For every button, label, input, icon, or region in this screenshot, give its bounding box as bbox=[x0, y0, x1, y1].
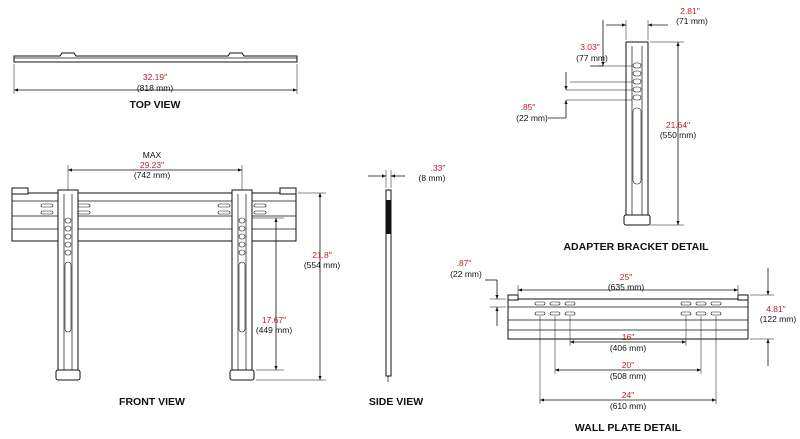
top-view: 32.19" (818 mm) TOP VIEW bbox=[13, 52, 298, 111]
adapter-bracket-detail: 2.81" (71 mm) 3.03" (77 mm) .85" (22 mm)… bbox=[516, 6, 709, 253]
top-view-plate bbox=[13, 52, 298, 63]
wall-20-imperial: 20" bbox=[622, 360, 634, 370]
front-view: MAX 29.23" (742 mm) 21.8" (554 mm) 17.67… bbox=[11, 150, 341, 408]
wall-24-imperial: 24" bbox=[622, 390, 634, 400]
wall-span-imperial: 25" bbox=[620, 272, 632, 282]
wall-16-imperial: 16" bbox=[622, 332, 634, 342]
wall-top-offset-metric: (22 mm) bbox=[450, 269, 482, 279]
front-view-title: FRONT VIEW bbox=[119, 396, 185, 408]
side-profile bbox=[385, 189, 392, 377]
adapter-bracket-title: ADAPTER BRACKET DETAIL bbox=[563, 241, 709, 253]
adapter-slot-spacing-imperial: 3.03" bbox=[580, 42, 600, 52]
wall-height-metric: (122 mm) bbox=[760, 314, 797, 324]
front-wall-plate bbox=[11, 192, 297, 242]
front-max-imperial: 29.23" bbox=[140, 160, 164, 170]
adapter-offset-imperial: .85" bbox=[521, 102, 536, 112]
wall-20-metric: (508 mm) bbox=[610, 371, 647, 381]
side-view-title: SIDE VIEW bbox=[369, 396, 423, 408]
top-width-imperial: 32.19" bbox=[143, 72, 167, 82]
front-height-imperial: 21.8" bbox=[312, 250, 332, 260]
wall-plate-title: WALL PLATE DETAIL bbox=[575, 422, 682, 434]
wall-top-offset-imperial: .87" bbox=[457, 258, 472, 268]
front-arm-imperial: 17.67" bbox=[262, 315, 286, 325]
adapter-width-imperial: 2.81" bbox=[680, 6, 700, 16]
wall-plate bbox=[507, 298, 749, 340]
side-depth-imperial: .33" bbox=[431, 163, 446, 173]
adapter-height-metric: (550 mm) bbox=[660, 130, 697, 140]
wall-height-imperial: 4.81" bbox=[766, 304, 786, 314]
front-arm-metric: (449 mm) bbox=[256, 325, 293, 335]
wall-24-metric: (610 mm) bbox=[610, 401, 647, 411]
adapter-offset-metric: (22 mm) bbox=[516, 113, 548, 123]
top-view-title: TOP VIEW bbox=[130, 99, 181, 111]
adapter-height-imperial: 21.64" bbox=[666, 120, 690, 130]
side-view: .33" (8 mm) SIDE VIEW bbox=[368, 163, 446, 408]
adapter-slot-spacing-metric: (77 mm) bbox=[576, 53, 608, 63]
wall-span-metric: (635 mm) bbox=[608, 282, 645, 292]
side-depth-metric: (8 mm) bbox=[419, 173, 446, 183]
front-max-label: MAX bbox=[143, 150, 162, 160]
wall-plate-detail: .87" (22 mm) 25" (635 mm) 4.81" (122 mm)… bbox=[450, 258, 796, 434]
wall-16-metric: (406 mm) bbox=[610, 343, 647, 353]
front-max-metric: (742 mm) bbox=[134, 170, 171, 180]
front-height-metric: (554 mm) bbox=[304, 260, 341, 270]
adapter-width-metric: (71 mm) bbox=[676, 16, 708, 26]
top-width-metric: (818 mm) bbox=[137, 83, 174, 93]
